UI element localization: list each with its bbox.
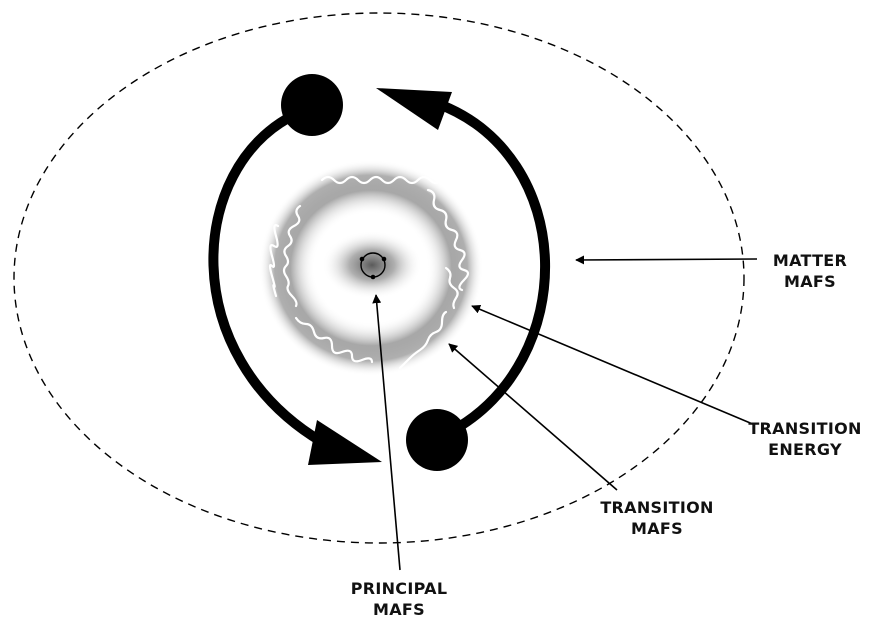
label-transition-energy-line2: ENERGY [740, 439, 870, 460]
label-principal-mafs: PRINCIPAL MAFS [334, 578, 464, 620]
left-orbit-arrowhead [308, 420, 382, 465]
label-transition-mafs-line1: TRANSITION [592, 497, 722, 518]
matter-mafs-pointer [576, 259, 757, 260]
principal-mafs-core [322, 231, 422, 299]
matter-ball-top [281, 74, 343, 136]
label-matter-line1: MATTER [760, 250, 860, 271]
label-matter-line2: MAFS [760, 271, 860, 292]
label-principal-line2: MAFS [334, 599, 464, 620]
label-principal-line1: PRINCIPAL [334, 578, 464, 599]
right-orbit-arrowhead [376, 88, 452, 130]
label-transition-energy: TRANSITION ENERGY [740, 418, 870, 460]
label-transition-mafs-line2: MAFS [592, 518, 722, 539]
matter-ball-bottom [406, 409, 468, 471]
label-transition-energy-line1: TRANSITION [740, 418, 870, 439]
label-matter-mafs: MATTER MAFS [760, 250, 860, 292]
label-transition-mafs: TRANSITION MAFS [592, 497, 722, 539]
